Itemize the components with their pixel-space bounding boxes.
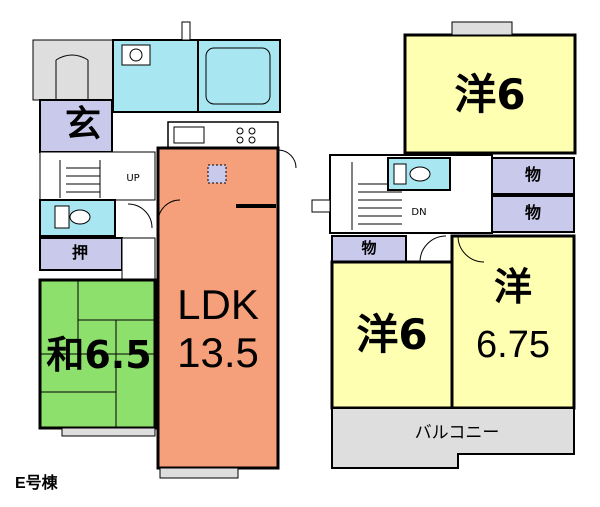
- entrance-label: 玄: [64, 104, 101, 145]
- western-left-label: 洋6: [356, 310, 428, 359]
- stair-up-label: UP: [126, 173, 140, 184]
- porch: [32, 39, 114, 101]
- building-caption: E号棟: [15, 475, 58, 492]
- hall-2f: [329, 154, 493, 234]
- ldk-size-label: 13.5: [177, 329, 259, 376]
- kitchen-counter: [167, 121, 279, 149]
- ldk-name-label: LDK: [177, 281, 259, 328]
- storage-a-label: 物: [524, 165, 541, 184]
- stairs-2f: [351, 162, 402, 230]
- western-right-name-label: 洋: [493, 265, 532, 309]
- storage-b-label: 物: [524, 203, 541, 222]
- entrance: [39, 99, 113, 153]
- closet-label: 押: [71, 243, 88, 262]
- ldk: [156, 146, 280, 470]
- stair-down-label: DN: [411, 207, 427, 218]
- western-top-label: 洋6: [454, 70, 526, 119]
- balcony-label: バルコニー: [414, 423, 500, 443]
- western-room-top: [403, 33, 577, 155]
- tatami-lines: [40, 280, 155, 428]
- balcony: [331, 407, 575, 469]
- stairs-1f: [59, 160, 101, 198]
- western-right-size-label: 6.75: [476, 324, 550, 366]
- storage-c: [331, 235, 407, 263]
- storage-c-label: 物: [361, 239, 377, 257]
- washitsu-label: 和6.5: [46, 333, 152, 377]
